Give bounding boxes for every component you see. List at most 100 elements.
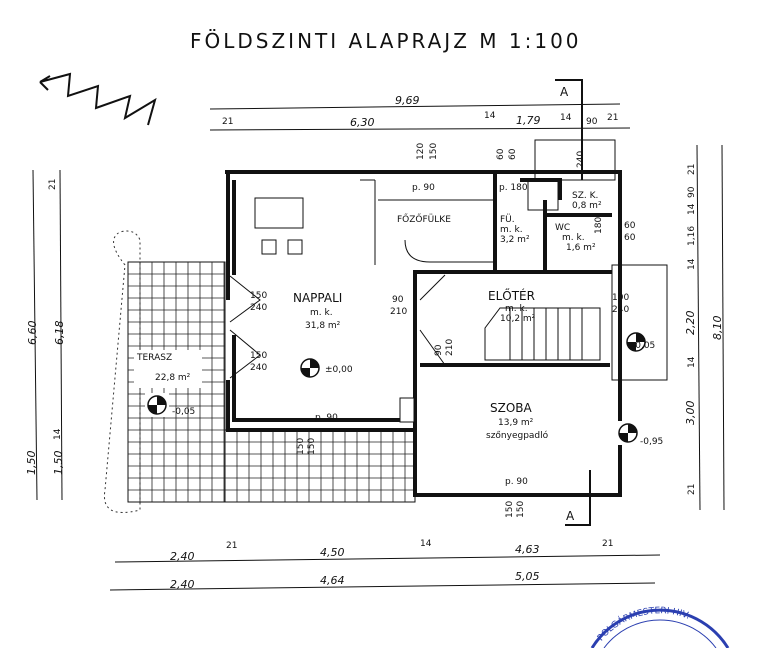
svg-text:21: 21: [687, 164, 697, 175]
staircase: [404, 239, 601, 361]
svg-text:14: 14: [687, 356, 697, 368]
svg-text:22,8 m²: 22,8 m²: [155, 373, 191, 383]
svg-text:m. k.: m. k.: [310, 308, 333, 318]
svg-text:A: A: [560, 85, 569, 99]
room-furdo: FÜ. m. k. 3,2 m²: [500, 214, 530, 245]
svg-text:4,64: 4,64: [320, 574, 345, 587]
level-value: ±0,00: [325, 365, 353, 375]
svg-text:m. k.: m. k.: [562, 233, 585, 243]
svg-text:2,40: 2,40: [170, 550, 195, 563]
svg-text:150: 150: [250, 351, 267, 361]
left-dimensions: 6,60 6,18 21 14 1,50 1,50: [25, 169, 66, 501]
svg-text:ELŐTÉR: ELŐTÉR: [488, 288, 535, 303]
svg-text:6,18: 6,18: [53, 321, 66, 346]
svg-text:210: 210: [445, 339, 455, 356]
dim-top: 1,79: [516, 114, 541, 127]
svg-text:150: 150: [250, 291, 267, 301]
svg-text:13,9 m²: 13,9 m²: [498, 418, 534, 428]
svg-text:14: 14: [687, 203, 697, 215]
svg-text:6,60: 6,60: [26, 321, 39, 346]
svg-text:60: 60: [508, 148, 518, 160]
door-swings: [229, 274, 446, 379]
svg-text:1,6 m²: 1,6 m²: [566, 243, 596, 253]
svg-text:0,8 m²: 0,8 m²: [572, 201, 602, 211]
opening-labels: 150 240 150 240 90 210 100 240 60 60 p. …: [250, 143, 636, 518]
svg-text:SZ. K.: SZ. K.: [572, 191, 598, 201]
svg-text:5,05: 5,05: [515, 570, 540, 583]
svg-text:21: 21: [226, 541, 237, 551]
svg-text:1,16: 1,16: [687, 226, 697, 246]
level-marker-icon: -0,05: [145, 393, 195, 417]
svg-text:10,2 m²: 10,2 m²: [500, 314, 536, 324]
svg-text:14: 14: [53, 428, 63, 440]
entry-porch: [611, 264, 668, 381]
room-terasz: TERASZ 22,8 m²: [134, 350, 202, 388]
svg-text:60: 60: [624, 221, 636, 231]
level-marker-icon: -0,95: [616, 421, 663, 447]
svg-text:150: 150: [505, 501, 515, 518]
svg-text:21: 21: [687, 484, 697, 495]
svg-text:NAPPALI: NAPPALI: [293, 291, 342, 305]
room-fozofulke: FŐZŐFÜLKE: [397, 214, 451, 225]
svg-text:240: 240: [250, 303, 267, 313]
level-value: -0,05: [632, 341, 655, 351]
svg-text:2,20: 2,20: [684, 311, 697, 336]
svg-text:150: 150: [516, 501, 526, 518]
svg-text:1,50: 1,50: [25, 451, 38, 476]
svg-text:100: 100: [612, 293, 629, 303]
svg-text:4,50: 4,50: [320, 546, 345, 559]
right-dimensions: 21 90 14 1,16 14 2,20 14 3,00 21 8,10: [684, 144, 725, 511]
room-nappali: NAPPALI m. k. 31,8 m²: [293, 291, 342, 331]
svg-text:FÜ.: FÜ.: [500, 214, 515, 225]
svg-text:120: 120: [416, 143, 426, 160]
svg-text:150: 150: [307, 438, 317, 455]
room-wc: WC m. k. 1,6 m²: [555, 223, 596, 253]
dim-top: 90: [586, 117, 598, 127]
dim-top: 21: [222, 117, 233, 127]
level-marker-icon: -0,05: [624, 330, 655, 354]
svg-text:p. 90: p. 90: [315, 413, 338, 423]
svg-text:60: 60: [496, 148, 506, 160]
svg-text:p. 180: p. 180: [499, 183, 528, 193]
svg-text:3,2 m²: 3,2 m²: [500, 235, 530, 245]
svg-text:90: 90: [434, 344, 444, 356]
svg-text:240: 240: [250, 363, 267, 373]
svg-text:1,50: 1,50: [52, 451, 65, 476]
svg-text:14: 14: [420, 539, 432, 549]
svg-text:14: 14: [687, 258, 697, 270]
svg-text:4,63: 4,63: [515, 543, 540, 556]
svg-text:szőnyegpadló: szőnyegpadló: [486, 430, 549, 441]
walls: [225, 170, 622, 497]
svg-text:8,10: 8,10: [711, 316, 724, 341]
svg-text:21: 21: [602, 539, 613, 549]
svg-text:2,40: 2,40: [170, 578, 195, 591]
svg-text:240: 240: [576, 151, 586, 168]
svg-text:180: 180: [594, 217, 604, 234]
szk-porch: [534, 139, 616, 181]
section-marker-top: A: [555, 79, 583, 180]
svg-text:90: 90: [392, 295, 404, 305]
north-arrow-icon: [39, 72, 157, 126]
svg-text:21: 21: [48, 179, 58, 190]
dim-top: 14: [484, 111, 496, 121]
svg-text:TERASZ: TERASZ: [136, 353, 172, 363]
svg-text:m. k.: m. k.: [505, 304, 528, 314]
svg-text:150: 150: [429, 143, 439, 160]
svg-text:210: 210: [390, 307, 407, 317]
level-markers: ±0,00 -0,05 -0,05 -0,95: [145, 330, 663, 447]
svg-text:p. 90: p. 90: [412, 183, 435, 193]
dim-top: 6,30: [350, 116, 375, 129]
svg-text:p. 90: p. 90: [505, 477, 528, 487]
svg-text:90: 90: [687, 186, 697, 198]
bottom-dimensions: 2,40 21 4,50 14 4,63 21 2,40 4,64 5,05: [109, 539, 661, 591]
svg-text:60: 60: [624, 233, 636, 243]
level-value: -0,95: [640, 437, 663, 447]
dim-top: 21: [607, 113, 618, 123]
svg-text:WC: WC: [555, 223, 570, 233]
room-szk: SZ. K. 0,8 m²: [572, 191, 602, 211]
dim-top: 14: [560, 113, 572, 123]
level-marker-icon: ±0,00: [298, 356, 353, 380]
svg-text:SZOBA: SZOBA: [490, 401, 533, 415]
room-szoba: SZOBA 13,9 m² szőnyegpadló: [486, 401, 549, 441]
plan-title: FÖLDSZINTI ALAPRAJZ M 1:100: [190, 29, 582, 53]
